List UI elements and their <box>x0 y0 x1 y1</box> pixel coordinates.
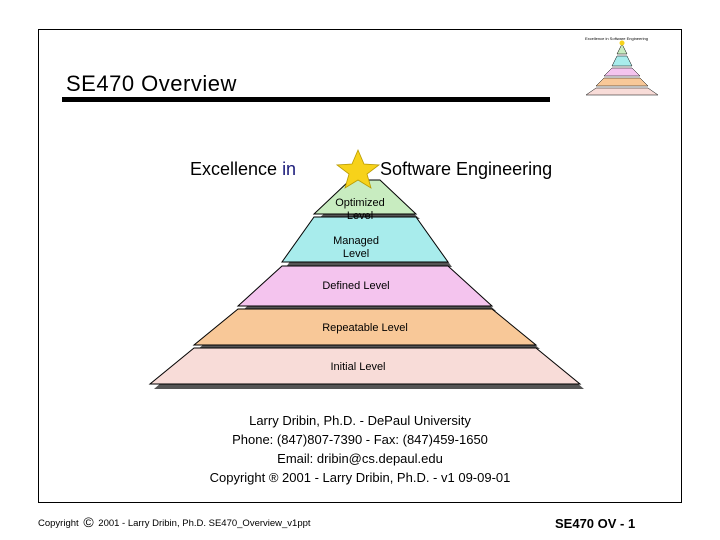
contact-copyright: Copyright ® 2001 - Larry Dribin, Ph.D. -… <box>209 470 511 485</box>
heading-left: Excellence in <box>190 159 296 180</box>
contact-phone: Phone: (847)807-7390 - Fax: (847)459-165… <box>232 432 488 447</box>
contact-email: Email: dribin@cs.depaul.edu <box>277 451 443 466</box>
slide-frame <box>38 29 682 503</box>
heading-excellence: Excellence <box>190 159 278 179</box>
pyramid-level-repeatable <box>192 308 538 346</box>
footer-copyright: Copyright © 2001 - Larry Dribin, Ph.D. S… <box>38 514 311 530</box>
maturity-pyramid <box>148 148 584 389</box>
pyramid-level-managed <box>281 216 449 263</box>
copyright-icon: © <box>83 514 94 530</box>
pyramid-level-initial <box>148 347 582 385</box>
heading-right: Software Engineering <box>380 159 553 179</box>
mini-pyramid-title: Excellence in Software Engineering <box>585 36 648 41</box>
star-icon <box>335 148 381 189</box>
level-defined-label: Defined Level <box>322 280 390 292</box>
contact-block: Larry Dribin, Ph.D. - DePaul University … <box>150 411 570 487</box>
level-initial-label: Initial Level <box>330 361 386 373</box>
pyramid-level-defined <box>236 265 494 307</box>
slide-number: SE470 OV - 1 <box>555 516 636 531</box>
slide-title: SE470 Overview <box>66 71 237 96</box>
mini-pyramid-icon <box>585 40 659 96</box>
level-repeatable-label: Repeatable Level <box>322 322 408 334</box>
contact-name: Larry Dribin, Ph.D. - DePaul University <box>249 413 471 428</box>
title-underline <box>62 97 550 102</box>
pyramid-level-optimized <box>312 179 418 215</box>
heading-in: in <box>282 159 297 179</box>
